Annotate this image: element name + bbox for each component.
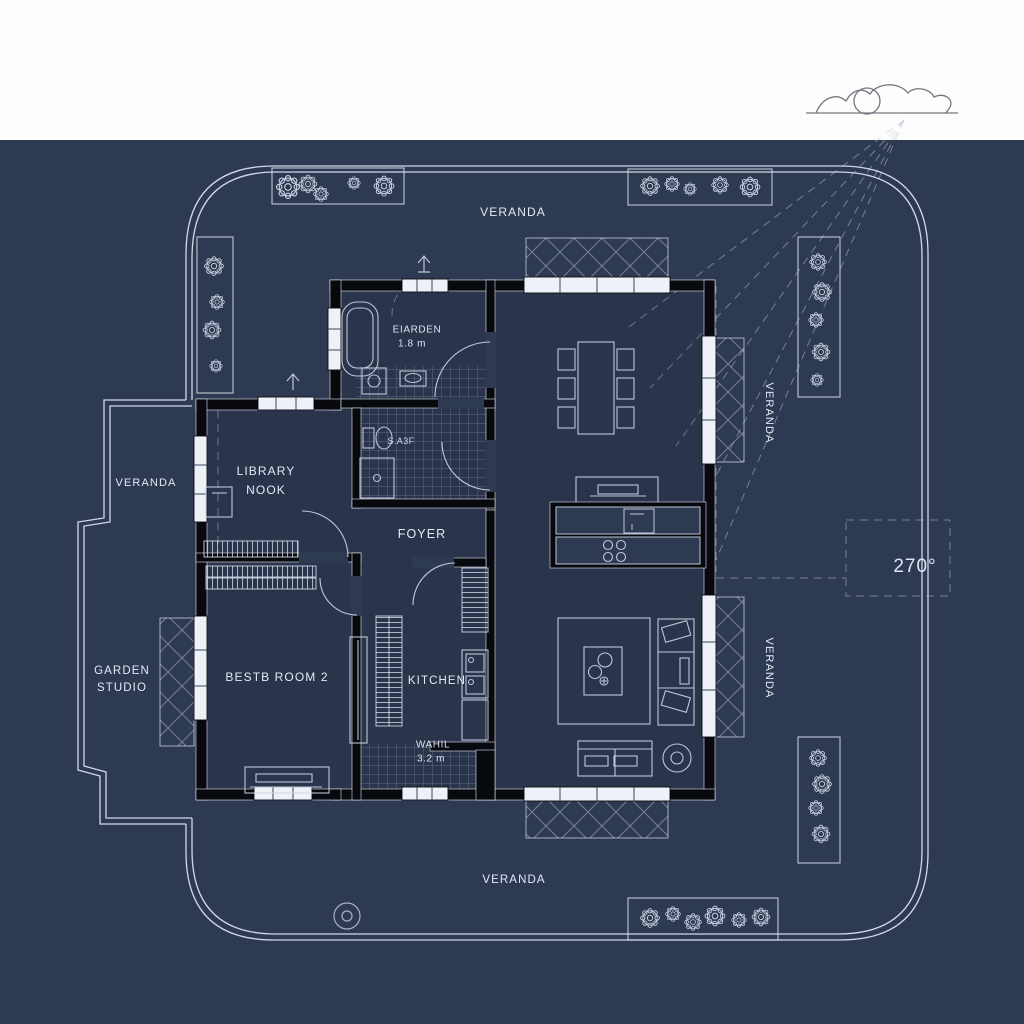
label-veranda-top: VERANDA xyxy=(480,205,546,219)
label-veranda-right-lower: VERANDA xyxy=(763,637,775,699)
wardrobe-panel xyxy=(349,636,368,744)
dining-table xyxy=(557,341,635,435)
label-hall: WAHIL xyxy=(415,739,451,751)
planter-boxes xyxy=(196,167,841,941)
label-library-line2: NOOK xyxy=(246,483,286,497)
window-mullions xyxy=(194,277,716,801)
label-bath: S.A3F xyxy=(387,436,415,446)
living-room-furniture xyxy=(557,617,695,777)
label-kitchen: KITCHEN xyxy=(407,675,467,687)
desk xyxy=(205,486,233,518)
north-arrow-icon xyxy=(286,255,431,390)
door-openings xyxy=(299,332,496,616)
label-library-line1: LIBRARY xyxy=(236,464,296,478)
cooktop xyxy=(602,539,627,563)
paper-strip xyxy=(0,0,1024,140)
dresser xyxy=(244,766,330,794)
sink xyxy=(623,508,655,534)
label-garden-room-dim: 1.8 m xyxy=(397,338,427,350)
label-angle: 270° xyxy=(893,556,937,577)
furniture xyxy=(205,301,695,794)
kitchen-units xyxy=(461,649,489,741)
coffee-table xyxy=(583,646,623,696)
rug xyxy=(557,617,651,725)
sofa-right xyxy=(657,618,695,726)
label-garden-room: EIARDEN xyxy=(392,324,442,336)
bathroom-fixtures xyxy=(359,367,427,499)
cloud-sketch-icon xyxy=(806,84,958,115)
kitchen-counter xyxy=(549,501,707,569)
veranda-decks xyxy=(159,237,745,839)
label-veranda-bottom: VERANDA xyxy=(482,874,546,886)
compass-circle-icon xyxy=(333,902,361,930)
bedroom-furniture xyxy=(205,486,368,794)
side-table xyxy=(662,743,692,773)
label-garden-studio-line2: STUDIO xyxy=(96,682,148,694)
label-veranda-right-upper: VERANDA xyxy=(763,382,775,444)
label-bedroom: BESTB ROOM 2 xyxy=(225,670,329,684)
label-foyer: FOYER xyxy=(397,527,447,541)
label-hall-dim: 3.2 m xyxy=(416,753,446,765)
tiled-floors xyxy=(356,366,488,797)
label-garden-studio-line1: GARDEN xyxy=(94,665,150,677)
label-veranda-left: VERANDA xyxy=(115,477,177,489)
door-arcs xyxy=(301,341,491,616)
bathtub xyxy=(341,301,379,377)
site-boundary xyxy=(77,165,929,941)
storage-hatch-strips xyxy=(203,540,489,727)
